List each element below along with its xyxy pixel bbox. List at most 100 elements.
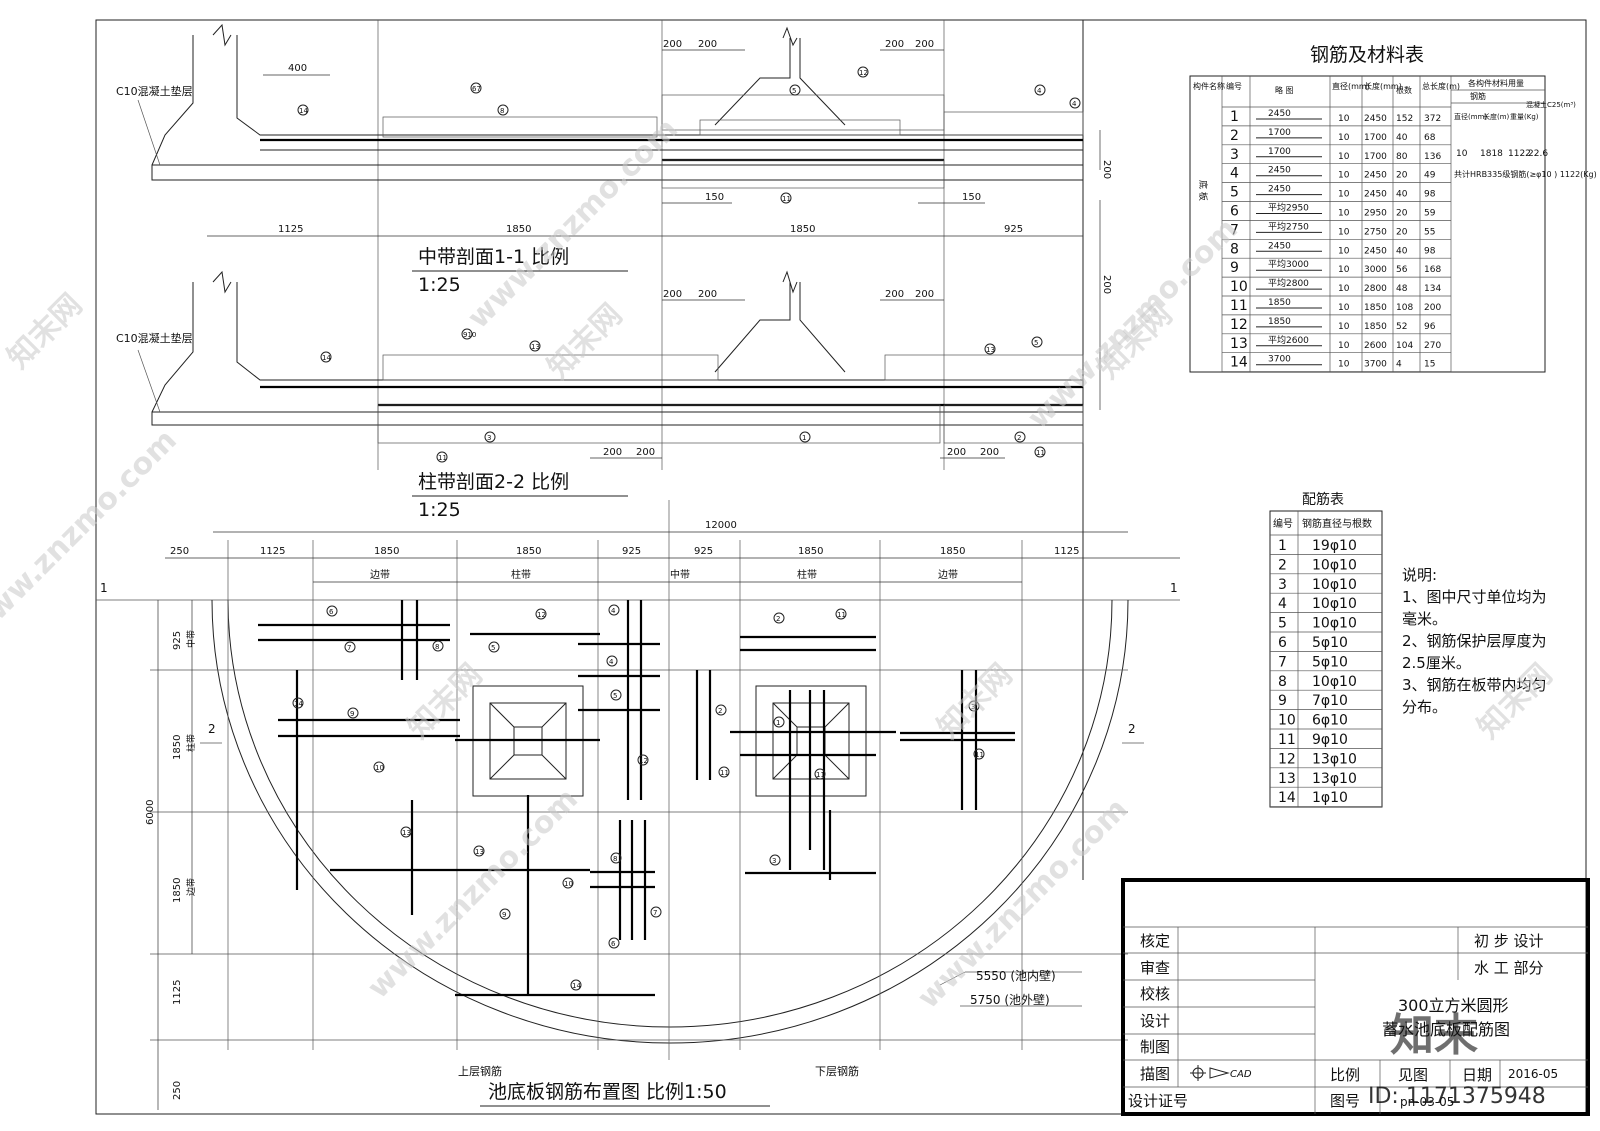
- watermark-brand-6: 知末网: [1471, 657, 1559, 745]
- material-cell-n: 20: [1396, 227, 1408, 237]
- notes-title: 说明:: [1402, 566, 1437, 584]
- svg-text:4: 4: [611, 607, 616, 615]
- rebar-cell-spec: 6φ10: [1312, 713, 1348, 729]
- dim-200-a: 200: [663, 39, 682, 50]
- material-cell-len: 1850: [1364, 322, 1387, 332]
- tb-role-5: 描图: [1140, 1065, 1170, 1083]
- material-cell-no: 13: [1230, 336, 1248, 352]
- svg-text:14: 14: [299, 107, 308, 115]
- watermark-logo: 知末: [1390, 1010, 1478, 1061]
- svg-text:4: 4: [1072, 100, 1077, 108]
- material-cell-d: 10: [1338, 246, 1350, 256]
- material-cell-total: 270: [1424, 341, 1441, 351]
- material-cell-d: 10: [1338, 171, 1350, 181]
- dim2-200-c: 200: [885, 289, 904, 300]
- rebar-cell-spec: 5φ10: [1312, 635, 1348, 651]
- material-cell-d: 10: [1338, 322, 1350, 332]
- material-cell-total: 168: [1424, 265, 1441, 275]
- material-cell-n: 152: [1396, 114, 1413, 124]
- dim2-200-b: 200: [698, 289, 717, 300]
- mt-h-sketch: 略 图: [1275, 85, 1294, 95]
- notes: 说明: 1、图中尺寸单位均为 毫米。 2、钢筋保护层厚度为 2.5厘米。 3、钢…: [1402, 566, 1547, 716]
- svg-text:13: 13: [475, 848, 484, 856]
- material-cell-sketch: 2450: [1268, 185, 1291, 195]
- lower-rebar-label: 下层钢筋: [815, 1064, 859, 1078]
- material-cell-total: 59: [1424, 209, 1436, 219]
- svg-text:11: 11: [782, 195, 791, 203]
- svg-text:4: 4: [609, 658, 614, 666]
- tb-date-label: 日期: [1462, 1066, 1492, 1084]
- rebar-cell-no: 14: [1278, 790, 1296, 806]
- svg-text:11: 11: [816, 771, 825, 779]
- mt-h-usage: 各构件材料用量: [1468, 78, 1524, 88]
- svg-text:5: 5: [491, 644, 495, 652]
- radius-outer: 5750 (池外壁): [970, 992, 1050, 1007]
- svg-text:2: 2: [718, 707, 722, 715]
- mt-h-len: 长度(mm): [1364, 81, 1402, 91]
- svg-text:10: 10: [564, 880, 573, 888]
- material-cell-len: 3700: [1364, 360, 1387, 370]
- plan-dim-h-8: 1125: [1054, 546, 1079, 557]
- material-cell-len: 1850: [1364, 303, 1387, 313]
- material-cell-sketch: 平均2800: [1268, 277, 1309, 289]
- mt-h-n: 根数: [1396, 85, 1412, 95]
- strip-h-3: 柱带: [797, 568, 817, 581]
- tb-stage: 初 步 设计: [1474, 932, 1544, 950]
- material-cell-len: 2450: [1364, 246, 1387, 256]
- material-cell-no: 6: [1230, 204, 1239, 220]
- svg-text:14: 14: [572, 982, 581, 990]
- material-cell-sketch: 3700: [1268, 355, 1291, 365]
- svg-text:13: 13: [531, 343, 540, 351]
- watermark-site-2: www.znzmo.com: [461, 112, 685, 336]
- material-cell-n: 104: [1396, 341, 1413, 351]
- svg-text:4: 4: [1037, 87, 1042, 95]
- dim2-200-g: 200: [947, 447, 966, 458]
- mt-sh-len: 长度(m): [1483, 112, 1510, 121]
- svg-text:5: 5: [613, 692, 617, 700]
- material-cell-sketch: 1700: [1268, 147, 1291, 157]
- material-cell-d: 10: [1338, 227, 1350, 237]
- svg-text:9: 9: [502, 911, 506, 919]
- rebar-cell-spec: 13φ10: [1312, 751, 1357, 767]
- plan-dim-h-7: 1850: [940, 546, 965, 557]
- material-cell-no: 8: [1230, 241, 1239, 257]
- svg-text:11: 11: [975, 751, 984, 759]
- section2-scale: 1:25: [418, 499, 461, 521]
- svg-text:9: 9: [350, 710, 354, 718]
- mt-h-d: 直径(mm): [1332, 81, 1370, 91]
- rebar-cell-spec: 7φ10: [1312, 693, 1348, 709]
- svg-text:7: 7: [347, 644, 351, 652]
- material-cell-sketch: 2450: [1268, 166, 1291, 176]
- material-cell-d: 10: [1338, 190, 1350, 200]
- dim-1850-a: 1850: [506, 224, 531, 235]
- dim2-200-a: 200: [663, 289, 682, 300]
- notes-line-5: 分布。: [1402, 698, 1447, 716]
- rebar-cell-spec: 10φ10: [1312, 596, 1357, 612]
- material-cell-n: 20: [1396, 171, 1408, 181]
- dim-200-d: 200: [915, 39, 934, 50]
- material-cell-len: 2450: [1364, 190, 1387, 200]
- rt-h-no: 编号: [1273, 517, 1293, 530]
- svg-text:8: 8: [500, 107, 504, 115]
- plan-dim-h-2: 1850: [374, 546, 399, 557]
- material-cell-no: 4: [1230, 166, 1239, 182]
- tb-role-0: 核定: [1140, 932, 1170, 950]
- svg-text:1: 1: [802, 434, 806, 442]
- svg-text:6: 6: [611, 940, 616, 948]
- rebar-cell-no: 10: [1278, 713, 1296, 729]
- tb-role-3: 设计: [1140, 1012, 1170, 1030]
- rebar-cell-no: 7: [1278, 654, 1287, 670]
- mt-usage-len: 1818: [1480, 149, 1503, 159]
- plan-dim-h-4: 925: [622, 546, 641, 557]
- plan-dim-v-4: 250: [172, 1081, 183, 1100]
- rebar-cell-spec: 9φ10: [1312, 732, 1348, 748]
- material-cell-d: 10: [1338, 265, 1350, 275]
- plan-dim-h-0: 250: [170, 546, 189, 557]
- material-cell-total: 15: [1424, 360, 1435, 370]
- watermark-id: ID: 1171375948: [1368, 1084, 1546, 1109]
- mt-sh-d: 直径(mm): [1454, 112, 1487, 121]
- material-cell-len: 2600: [1364, 341, 1387, 351]
- plan-dim-h-1: 1125: [260, 546, 285, 557]
